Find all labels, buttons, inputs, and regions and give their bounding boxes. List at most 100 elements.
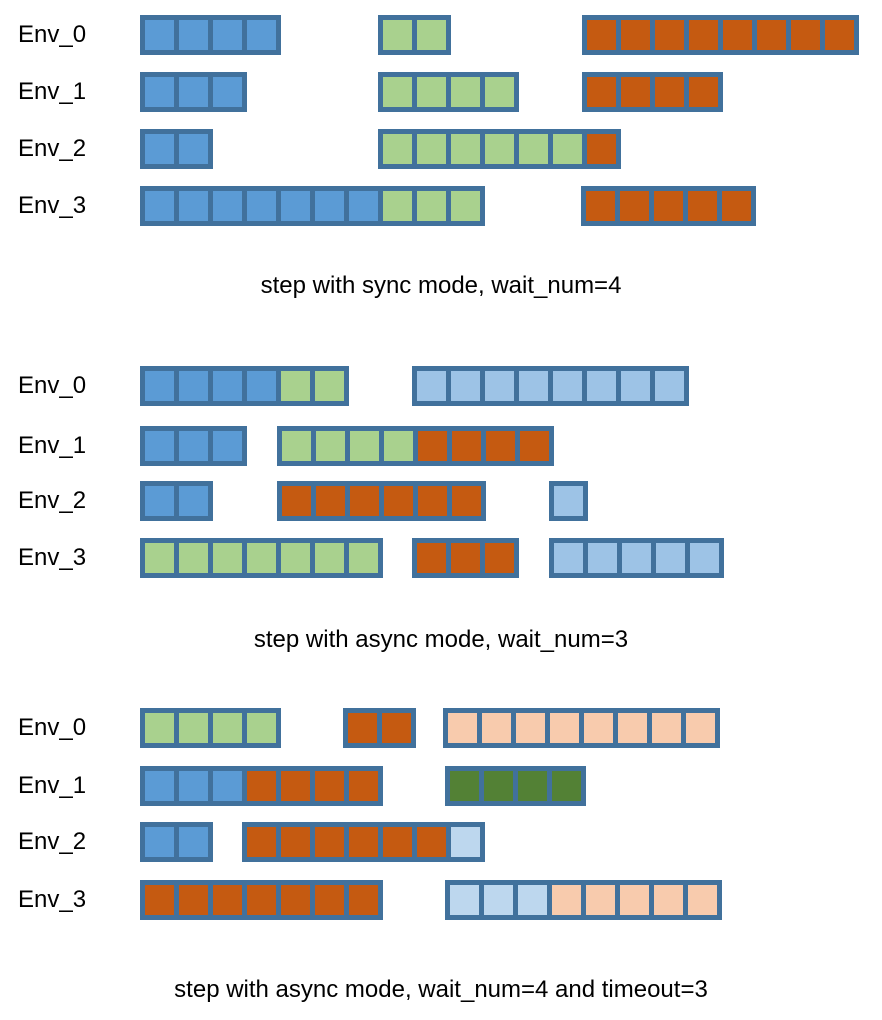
step-cell-blue: [145, 486, 174, 516]
env-label: Env_2: [18, 135, 87, 162]
env-row-panel1-env_0: Env_0: [0, 366, 882, 406]
step-cell-green: [316, 431, 345, 461]
step-cell-blue: [213, 431, 242, 461]
step-cell-green: [519, 134, 548, 164]
step-cell-green: [451, 134, 480, 164]
step-cell-orange: [621, 20, 650, 50]
step-cell-green: [485, 134, 514, 164]
step-cell-orange: [315, 827, 344, 857]
step-cell-orange: [723, 20, 752, 50]
step-cell-blue: [349, 191, 378, 221]
step-bar: [140, 880, 383, 920]
step-cell-orange: [722, 191, 751, 221]
step-cell-blue: [179, 191, 208, 221]
env-label: Env_1: [18, 772, 87, 799]
step-cell-blue: [145, 77, 174, 107]
step-cell-peach: [448, 713, 477, 743]
step-cell-green: [383, 191, 412, 221]
step-bar: [140, 72, 247, 112]
step-cell-darkgreen: [484, 771, 513, 801]
env-row-panel0-env_3: Env_3: [0, 186, 882, 226]
step-cell-paleblue: [518, 885, 547, 915]
step-cell-orange: [587, 77, 616, 107]
step-cell-blue: [179, 20, 208, 50]
env-label: Env_3: [18, 886, 87, 913]
step-cell-peach: [584, 713, 613, 743]
step-cell-lightblue: [417, 371, 446, 401]
step-cell-orange: [655, 20, 684, 50]
step-cell-lightblue: [554, 543, 583, 573]
step-cell-lightblue: [621, 371, 650, 401]
step-cell-blue: [179, 77, 208, 107]
step-cell-orange: [621, 77, 650, 107]
step-cell-green: [281, 543, 310, 573]
env-label: Env_0: [18, 714, 87, 741]
step-cell-orange: [349, 771, 378, 801]
step-bar: [443, 708, 720, 748]
step-cell-green: [417, 77, 446, 107]
step-cell-green: [179, 713, 208, 743]
step-cell-blue: [179, 771, 208, 801]
step-bar: [140, 15, 281, 55]
step-cell-green: [315, 371, 344, 401]
step-cell-lightblue: [622, 543, 651, 573]
step-cell-orange: [655, 77, 684, 107]
step-cell-orange: [247, 827, 276, 857]
panel-caption-async-wait4-timeout3: step with async mode, wait_num=4 and tim…: [174, 976, 708, 1003]
step-cell-orange: [315, 771, 344, 801]
step-cell-peach: [482, 713, 511, 743]
step-cell-green: [145, 543, 174, 573]
step-cell-orange: [689, 77, 718, 107]
step-cell-peach: [654, 885, 683, 915]
step-cell-lightblue: [587, 371, 616, 401]
env-row-panel2-env_2: Env_2: [0, 822, 882, 862]
env-row-panel1-env_1: Env_1: [0, 426, 882, 466]
step-cell-green: [247, 543, 276, 573]
env-row-panel0-env_2: Env_2: [0, 129, 882, 169]
step-cell-darkgreen: [450, 771, 479, 801]
step-cell-orange: [654, 191, 683, 221]
step-cell-orange: [382, 713, 411, 743]
step-cell-green: [384, 431, 413, 461]
step-cell-orange: [315, 885, 344, 915]
step-cell-orange: [485, 543, 514, 573]
step-cell-green: [417, 20, 446, 50]
env-label: Env_1: [18, 432, 87, 459]
step-cell-green: [485, 77, 514, 107]
step-cell-green: [213, 713, 242, 743]
step-bar: [412, 366, 689, 406]
step-cell-peach: [652, 713, 681, 743]
step-bar: [140, 766, 383, 806]
step-cell-blue: [315, 191, 344, 221]
step-cell-green: [383, 134, 412, 164]
step-cell-peach: [620, 885, 649, 915]
step-cell-blue: [281, 191, 310, 221]
step-bar: [140, 708, 281, 748]
step-bar: [277, 426, 554, 466]
step-cell-orange: [452, 486, 481, 516]
step-cell-orange: [688, 191, 717, 221]
step-cell-blue: [247, 371, 276, 401]
step-cell-orange: [179, 885, 208, 915]
step-cell-lightblue: [519, 371, 548, 401]
step-cell-lightblue: [588, 543, 617, 573]
step-cell-green: [350, 431, 379, 461]
step-bar: [140, 538, 383, 578]
step-cell-green: [451, 191, 480, 221]
env-row-panel2-env_0: Env_0: [0, 708, 882, 748]
step-cell-orange: [247, 771, 276, 801]
step-cell-green: [451, 77, 480, 107]
step-cell-orange: [349, 827, 378, 857]
step-cell-peach: [688, 885, 717, 915]
env-label: Env_0: [18, 21, 87, 48]
step-cell-orange: [145, 885, 174, 915]
step-cell-peach: [550, 713, 579, 743]
step-cell-orange: [281, 771, 310, 801]
step-bar: [582, 72, 723, 112]
step-bar: [277, 481, 486, 521]
step-cell-orange: [383, 827, 412, 857]
env-row-panel1-env_2: Env_2: [0, 481, 882, 521]
step-cell-orange: [281, 827, 310, 857]
step-cell-orange: [282, 486, 311, 516]
